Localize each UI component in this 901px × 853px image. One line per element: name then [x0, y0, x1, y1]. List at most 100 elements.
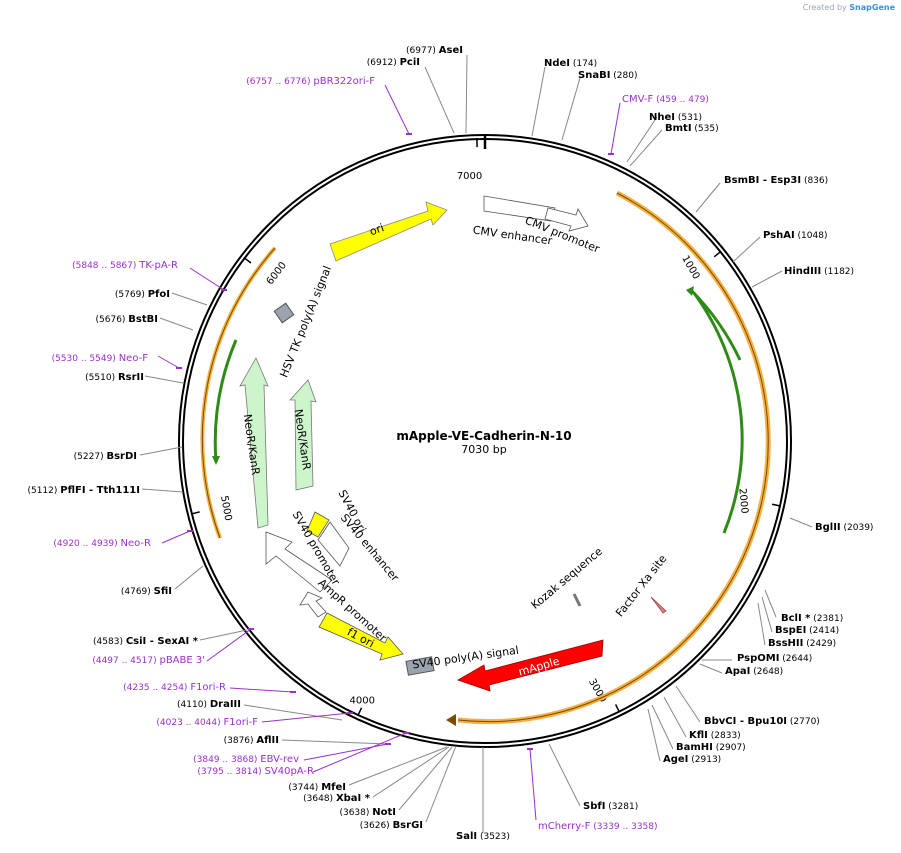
primer-marker [403, 732, 409, 734]
enzyme-site-label: (5227) BsrDI [74, 451, 137, 462]
green-arc-left [213, 339, 238, 463]
primer-site-leader [610, 102, 621, 155]
annotations: (6977) AseI(6912) PciI NdeI (174)SnaBI (2… [27, 45, 873, 842]
ruler-tick [614, 704, 621, 713]
enzyme-site-label: BspEI (2414) [775, 625, 839, 636]
feature-f1-ori [318, 612, 404, 661]
snapgene-logo: SnapGene [849, 3, 895, 12]
enzyme-site-label: NdeI (174) [544, 58, 597, 69]
feature-cmv-promoter [544, 207, 589, 232]
enzyme-site-leader [159, 317, 194, 331]
backbone [178, 134, 792, 748]
enzyme-site-leader [761, 596, 773, 633]
primer-site-label: CMV-F (459 .. 479) [622, 94, 709, 105]
enzyme-site-leader [243, 704, 343, 721]
enzyme-site-leader [695, 182, 721, 213]
feature-neor-kanr-inner [289, 379, 317, 491]
enzyme-site-label: (5510) RsrII [85, 372, 144, 383]
enzyme-site-label: (5676) BstBI [96, 314, 159, 325]
primer-marker [221, 289, 227, 291]
ruler-tick [771, 503, 782, 507]
feature-ampr-promoter [299, 591, 327, 618]
enzyme-site-leader [174, 565, 204, 590]
enzyme-site-label: (5769) PfoI [115, 289, 170, 300]
enzyme-site-leader [398, 746, 453, 811]
primer-site-leader [384, 84, 410, 135]
enzyme-site-leader [548, 743, 581, 807]
feature-kozak-label: Kozak sequence [529, 545, 606, 612]
enzyme-site-leader [144, 375, 184, 384]
feature-factor-xa [650, 596, 667, 614]
enzyme-site-label: NheI (531) [649, 112, 702, 123]
enzyme-site-label: HindIII (1182) [784, 266, 854, 277]
primer-site-leader [229, 687, 294, 693]
enzyme-site-leader [139, 446, 183, 456]
primer-site-leader [312, 732, 407, 773]
enzyme-site-leader [675, 685, 701, 723]
primer-site-label: (4023 .. 4044) F1ori-F [156, 717, 258, 728]
enzyme-site-leader [561, 77, 581, 141]
primer-marker [248, 628, 254, 630]
enzyme-site-label: (6977) AseI [406, 45, 463, 56]
enzyme-site-leader [751, 270, 783, 288]
enzyme-site-leader [281, 739, 390, 745]
primer-site-label: (5848 .. 5867) TK-pA-R [72, 260, 178, 271]
ruler-label: 2000 [736, 488, 749, 514]
enzyme-site-leader [789, 517, 813, 528]
primer-site-label: (4497 .. 4517) pBABE 3' [92, 655, 205, 666]
primer-marker [290, 691, 296, 693]
enzyme-site-leader [732, 236, 761, 263]
enzyme-site-leader [651, 704, 674, 750]
enzyme-site-label: BglII (2039) [815, 522, 873, 533]
enzyme-site-label: (3648) XbaI * [303, 793, 371, 804]
primer-site-label: (3849 .. 3868) EBV-rev [193, 754, 299, 765]
feature-mapple [457, 639, 604, 692]
enzyme-site-leader [465, 54, 468, 134]
enzyme-site-leader [141, 488, 184, 493]
enzyme-site-leader [531, 66, 546, 137]
plasmid-length: 7030 bp [461, 443, 506, 456]
primer-site-leader [529, 748, 537, 821]
enzyme-site-label: (4583) CsiI - SexAI * [93, 636, 199, 647]
enzyme-site-label: (4110) DraIII [177, 699, 241, 710]
enzyme-site-leader [171, 292, 208, 306]
primer-site-label: (5530 .. 5549) Neo-F [52, 353, 149, 364]
enzyme-site-label: (3626) BsrGI [360, 820, 423, 831]
enzyme-site-leader [764, 589, 777, 618]
primer-site-leader [303, 743, 389, 761]
features: ori CMV enhancer CMV promoter HSV TK pol… [239, 195, 670, 692]
enzyme-site-label: (6912) PciI [367, 57, 420, 68]
enzyme-site-label: PshAI (1048) [763, 230, 827, 241]
credit-prefix: Created by [802, 3, 847, 12]
enzyme-site-label: SnaBI (280) [578, 70, 637, 81]
ruler-tick [713, 250, 722, 258]
snapgene-credit: Created by SnapGene [803, 3, 895, 12]
feature-ori-label: ori [368, 221, 386, 238]
enzyme-site-leader [699, 663, 723, 674]
primer-site-leader [261, 712, 351, 723]
ruler-tick [190, 511, 200, 515]
primer-marker [527, 748, 533, 750]
ruler-tick [243, 256, 252, 264]
primer-site-leader [189, 267, 225, 291]
feature-hsv-tk-polya-label: HSV TK poly(A) signal [277, 264, 334, 379]
enzyme-site-leader [372, 746, 450, 798]
primer-marker [176, 367, 182, 369]
enzyme-site-leader [348, 746, 448, 786]
enzyme-site-label: BbvCI - Bpu10I (2770) [704, 716, 820, 727]
enzyme-site-label: (4769) SfiI [121, 586, 172, 597]
primer-site-label: mCherry-F (3339 .. 3358) [538, 821, 658, 832]
enzyme-site-leader [629, 129, 663, 167]
orf-arc-outer [457, 190, 771, 725]
enzyme-site-label: PspOMI (2644) [737, 653, 812, 664]
feature-neor-kanr-outer [239, 357, 269, 529]
enzyme-site-label: BclI * (2381) [781, 613, 843, 624]
primer-marker [187, 530, 193, 532]
enzyme-site-leader [199, 629, 248, 641]
feature-hsv-tk-polya [273, 302, 295, 324]
feature-ori [329, 201, 448, 262]
enzyme-site-leader [647, 708, 661, 762]
enzyme-site-label: BamHI (2907) [676, 742, 746, 753]
enzyme-site-label: KflI (2833) [689, 730, 741, 741]
